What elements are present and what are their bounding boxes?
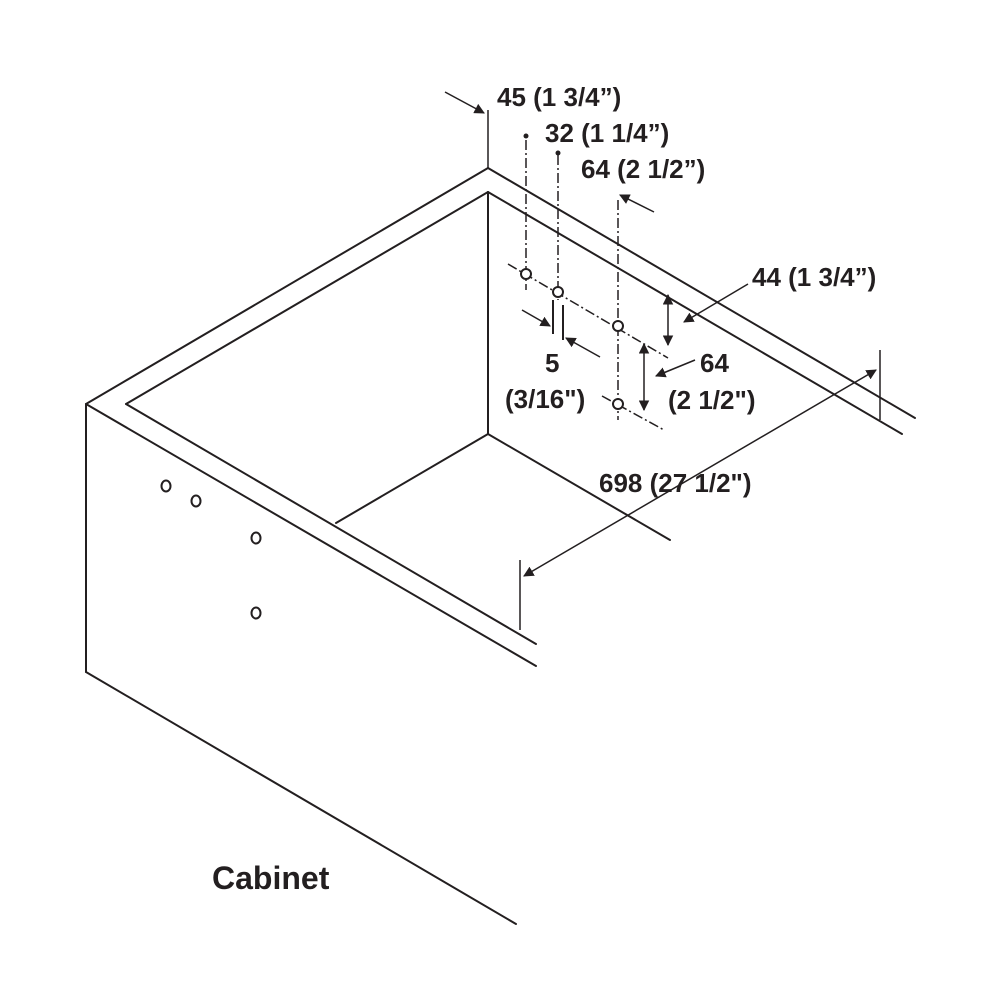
diagram-caption: Cabinet [212, 860, 330, 896]
dim-32-label: 32 (1 1/4”) [545, 118, 670, 148]
front-hole [190, 494, 202, 508]
cabinet-outline [85, 167, 916, 925]
dim-698-label: 698 (27 1/2") [599, 468, 752, 498]
drill-hole [552, 286, 564, 298]
front-hole [250, 531, 262, 545]
front-panel-holes [160, 479, 262, 620]
drill-hole [520, 268, 532, 280]
drill-hole [612, 320, 624, 332]
dim-64-top-label: 64 (2 1/2”) [581, 154, 706, 184]
dim-5-inch-label: (3/16") [505, 384, 586, 414]
dim-45-label: 45 (1 3/4”) [497, 82, 622, 112]
dim-64-side-label: 64 [700, 348, 729, 378]
dim-64-side-inch-label: (2 1/2") [668, 385, 756, 415]
dim-5-label: 5 [545, 348, 560, 378]
dimension-lines [444, 91, 881, 630]
front-hole [250, 606, 262, 620]
dim-44-label: 44 (1 3/4”) [752, 262, 877, 292]
drill-hole [612, 398, 624, 410]
front-hole [160, 479, 172, 493]
